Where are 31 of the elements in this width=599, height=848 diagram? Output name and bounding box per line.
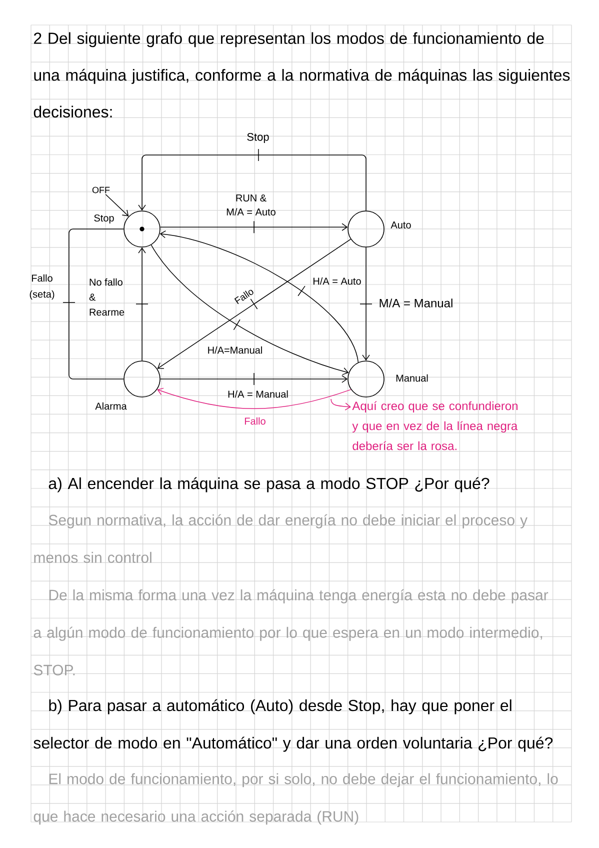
- edge-label: Fallo: [234, 290, 254, 304]
- arrow: [136, 247, 148, 361]
- state-label: Stop: [94, 214, 114, 224]
- arrow: [360, 247, 372, 361]
- arrow: [160, 220, 348, 234]
- edge-label: Fallo: [244, 417, 266, 425]
- arrow: [105, 194, 129, 216]
- edge-label: H/A = Manual: [228, 390, 288, 398]
- state-label: Auto: [390, 222, 411, 228]
- annotation-note: Aquí creo que se confundieron y que en vez de la línea negra debería ser la rosa.: [352, 401, 518, 450]
- question-text: 2 Del siguiente grafo que representan los modos de funcionamiento de una máquina justifica, conforme a la normativa de máquinas las siguientes decisiones:: [34, 32, 570, 118]
- question-text: a) Al encender la máquina se pasa a modo STOP ¿Por qué?: [48, 477, 490, 492]
- edge-label: Fallo (seta): [30, 274, 54, 300]
- state-label: Alarma: [95, 402, 127, 410]
- answer-text: Segun normativa, la acción de dar energía no debe iniciar el proceso y menos sin control: [34, 514, 528, 563]
- arrow: [157, 388, 352, 410]
- connector-line: [62, 228, 124, 380]
- edge-label: Stop: [247, 133, 269, 143]
- edge-label: H/A = Auto: [314, 277, 361, 285]
- edge-label: RUN & M/A = Auto: [226, 194, 276, 216]
- question-text: b) Para pasar a automático (Auto) desde Stop, hay que poner el selector de modo en "Automático" y dar una orden voluntaria ¿Por qué?: [34, 699, 553, 752]
- answer-text: El modo de funcionamiento, por si solo, no debe dejar el funcionamiento, lo que hace necesario una acción separada (RUN): [34, 773, 558, 825]
- edge-label: M/A = Manual: [380, 298, 452, 308]
- state-label: Manual: [396, 374, 428, 382]
- leader-arrow: [330, 398, 351, 410]
- edge-label: No fallo & Rearme: [89, 278, 124, 316]
- answer-text: De la misma forma una vez la máquina tenga energía esta no debe pasar a algún modo de funcionamiento por lo que espera en un modo intermedio, STOP.: [34, 589, 548, 676]
- arrow: [138, 148, 366, 211]
- off-label: OFF: [92, 186, 110, 194]
- arrow: [160, 372, 348, 386]
- edge-label: H/A=Manual: [208, 346, 262, 354]
